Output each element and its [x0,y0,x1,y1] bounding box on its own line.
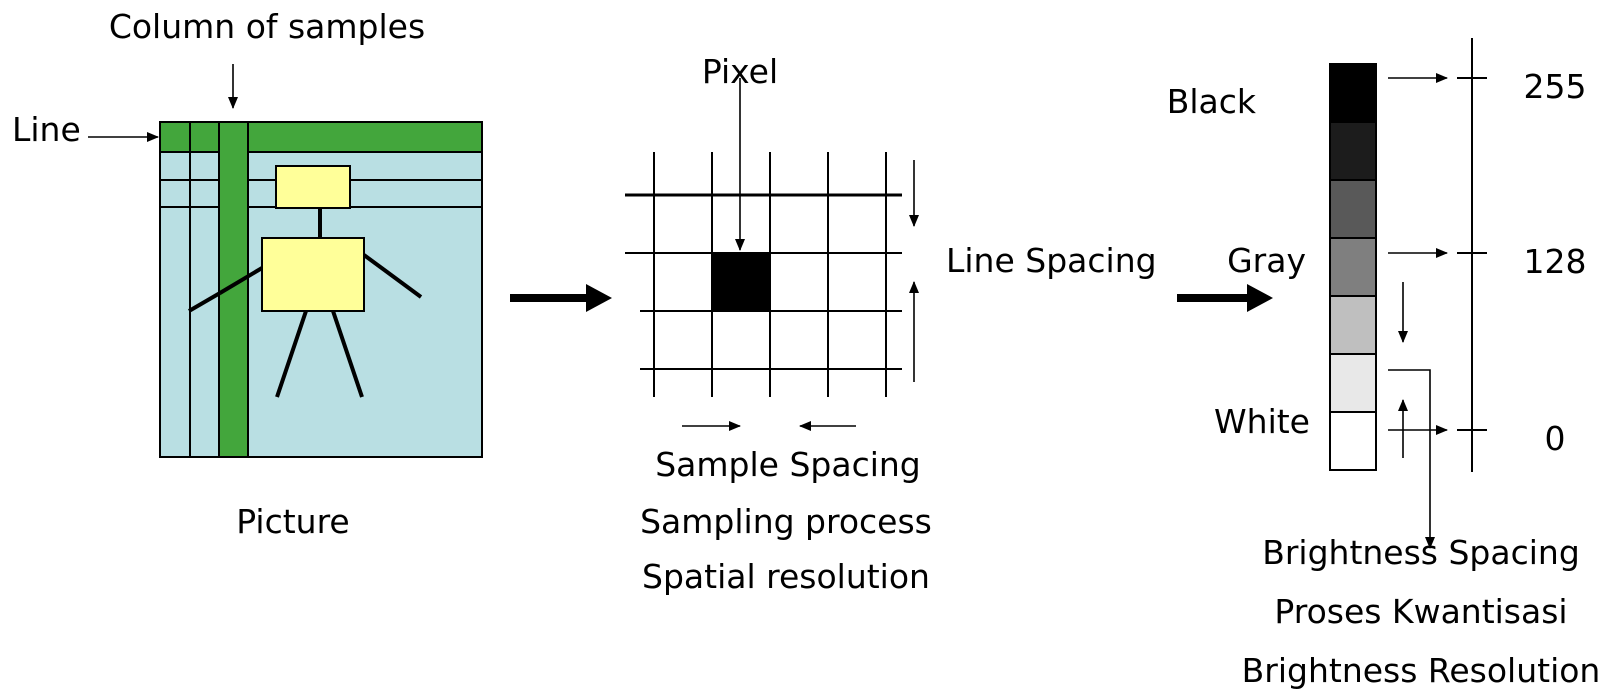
gray-level-cell [1329,63,1377,123]
sampling-grid-panel: Pixel Line Spacing Sample Spacing Sampli… [625,52,1157,596]
value-128-label: 128 [1524,242,1587,281]
figure-head [275,165,351,209]
white-label: White [1214,402,1310,441]
gray-scale-bar [1329,63,1377,471]
column-of-samples-label: Column of samples [109,7,425,46]
black-label: Black [1167,82,1257,121]
highlighted-line [159,121,483,153]
line-spacing-label: Line Spacing [946,241,1157,280]
value-0-label: 0 [1545,419,1566,458]
stick-figure [187,165,423,398]
value-255-label: 255 [1524,67,1587,106]
gray-level-cell [1329,295,1377,355]
gray-level-cell [1329,353,1377,413]
process-arrow-1 [510,284,612,312]
spatial-resolution-label: Spatial resolution [642,557,930,596]
pixel-square [712,254,770,312]
gray-level-cell [1329,411,1377,471]
sampling-grid [625,152,902,397]
gray-level-cell [1329,237,1377,297]
process-arrow-2 [1177,284,1273,312]
brightness-resolution-label: Brightness Resolution [1242,651,1601,690]
gray-level-cell [1329,179,1377,239]
brightness-spacing-label: Brightness Spacing [1262,533,1580,572]
brightness-spacing-pointer [1388,369,1435,549]
picture-panel: Column of samples Line Picture [12,7,483,541]
sampling-process-label: Sampling process [640,502,932,541]
sample-spacing-label: Sample Spacing [655,445,921,484]
gray-level-cell [1329,121,1377,181]
figure-body [261,237,365,312]
picture-caption: Picture [236,502,350,541]
line-label: Line [12,110,81,149]
quantization-panel: Black Gray White 255 128 0 Brightness Sp… [1167,38,1601,690]
proses-kwantisasi-label: Proses Kwantisasi [1274,592,1567,631]
gray-label: Gray [1227,241,1306,280]
